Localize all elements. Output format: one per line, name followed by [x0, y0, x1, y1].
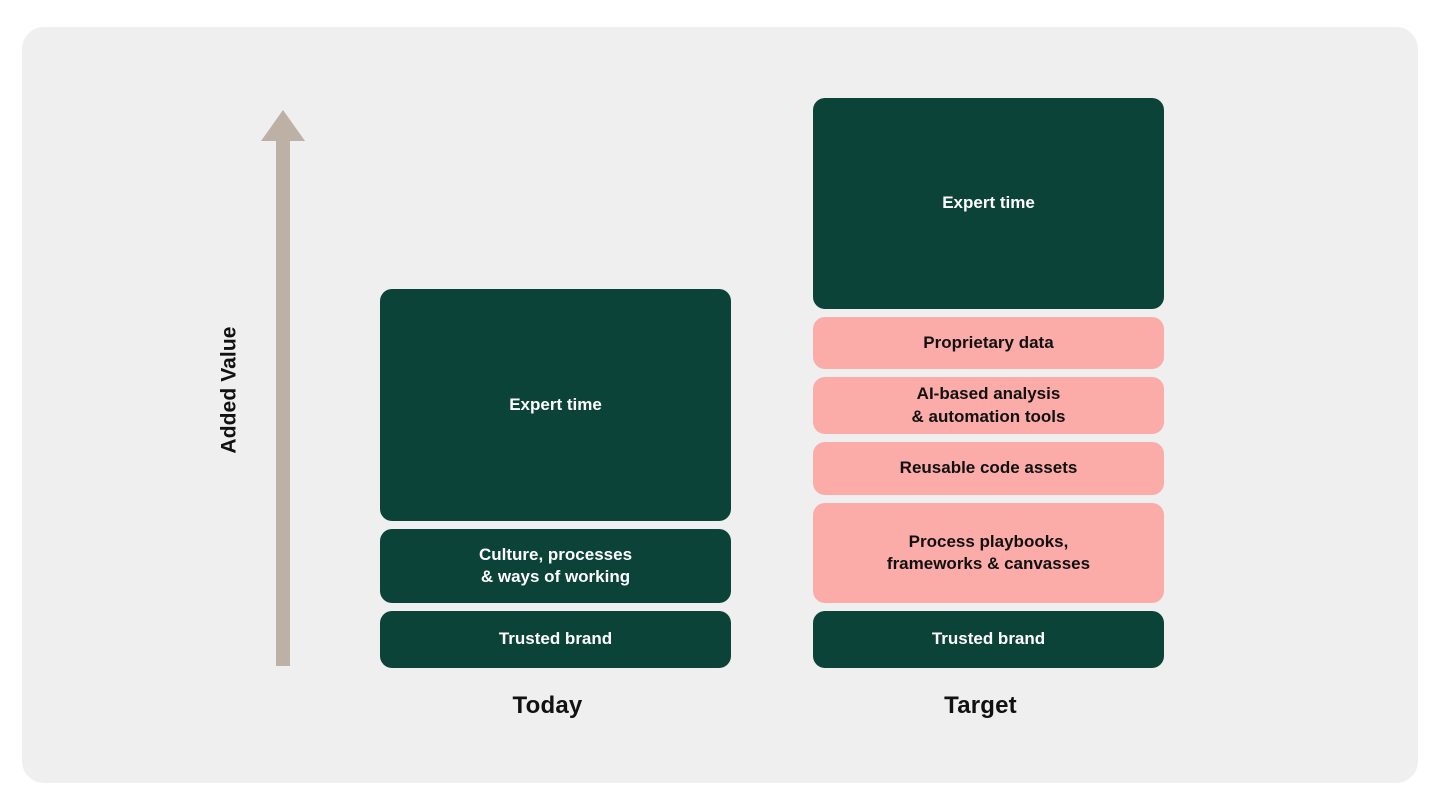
block-target-0: Expert time — [813, 98, 1164, 309]
block-today-1: Culture, processes & ways of working — [380, 529, 731, 603]
block-label: Process playbooks, frameworks & canvasse… — [886, 531, 1091, 573]
added-value-axis-label: Added Value — [206, 300, 254, 480]
block-label: Culture, processes & ways of working — [478, 544, 633, 586]
column-caption-target: Target — [944, 692, 1017, 719]
up-arrow-icon — [261, 110, 305, 666]
block-target-3: Reusable code assets — [813, 442, 1164, 495]
axis-label-text: Added Value — [218, 326, 242, 454]
block-today-2: Trusted brand — [380, 611, 731, 668]
block-target-2: AI-based analysis & automation tools — [813, 377, 1164, 434]
block-target-1: Proprietary data — [813, 317, 1164, 369]
block-label: Trusted brand — [931, 629, 1046, 649]
block-target-5: Trusted brand — [813, 611, 1164, 668]
block-label: Reusable code assets — [899, 458, 1078, 478]
block-today-0: Expert time — [380, 289, 731, 521]
column-caption-today: Today — [512, 692, 583, 719]
block-label: Trusted brand — [498, 629, 613, 649]
block-label: Expert time — [942, 193, 1035, 213]
added-value-arrow — [258, 108, 308, 668]
block-label: AI-based analysis & automation tools — [911, 384, 1066, 426]
block-label: Proprietary data — [923, 332, 1054, 352]
block-target-4: Process playbooks, frameworks & canvasse… — [813, 503, 1164, 603]
block-label: Expert time — [509, 394, 602, 414]
